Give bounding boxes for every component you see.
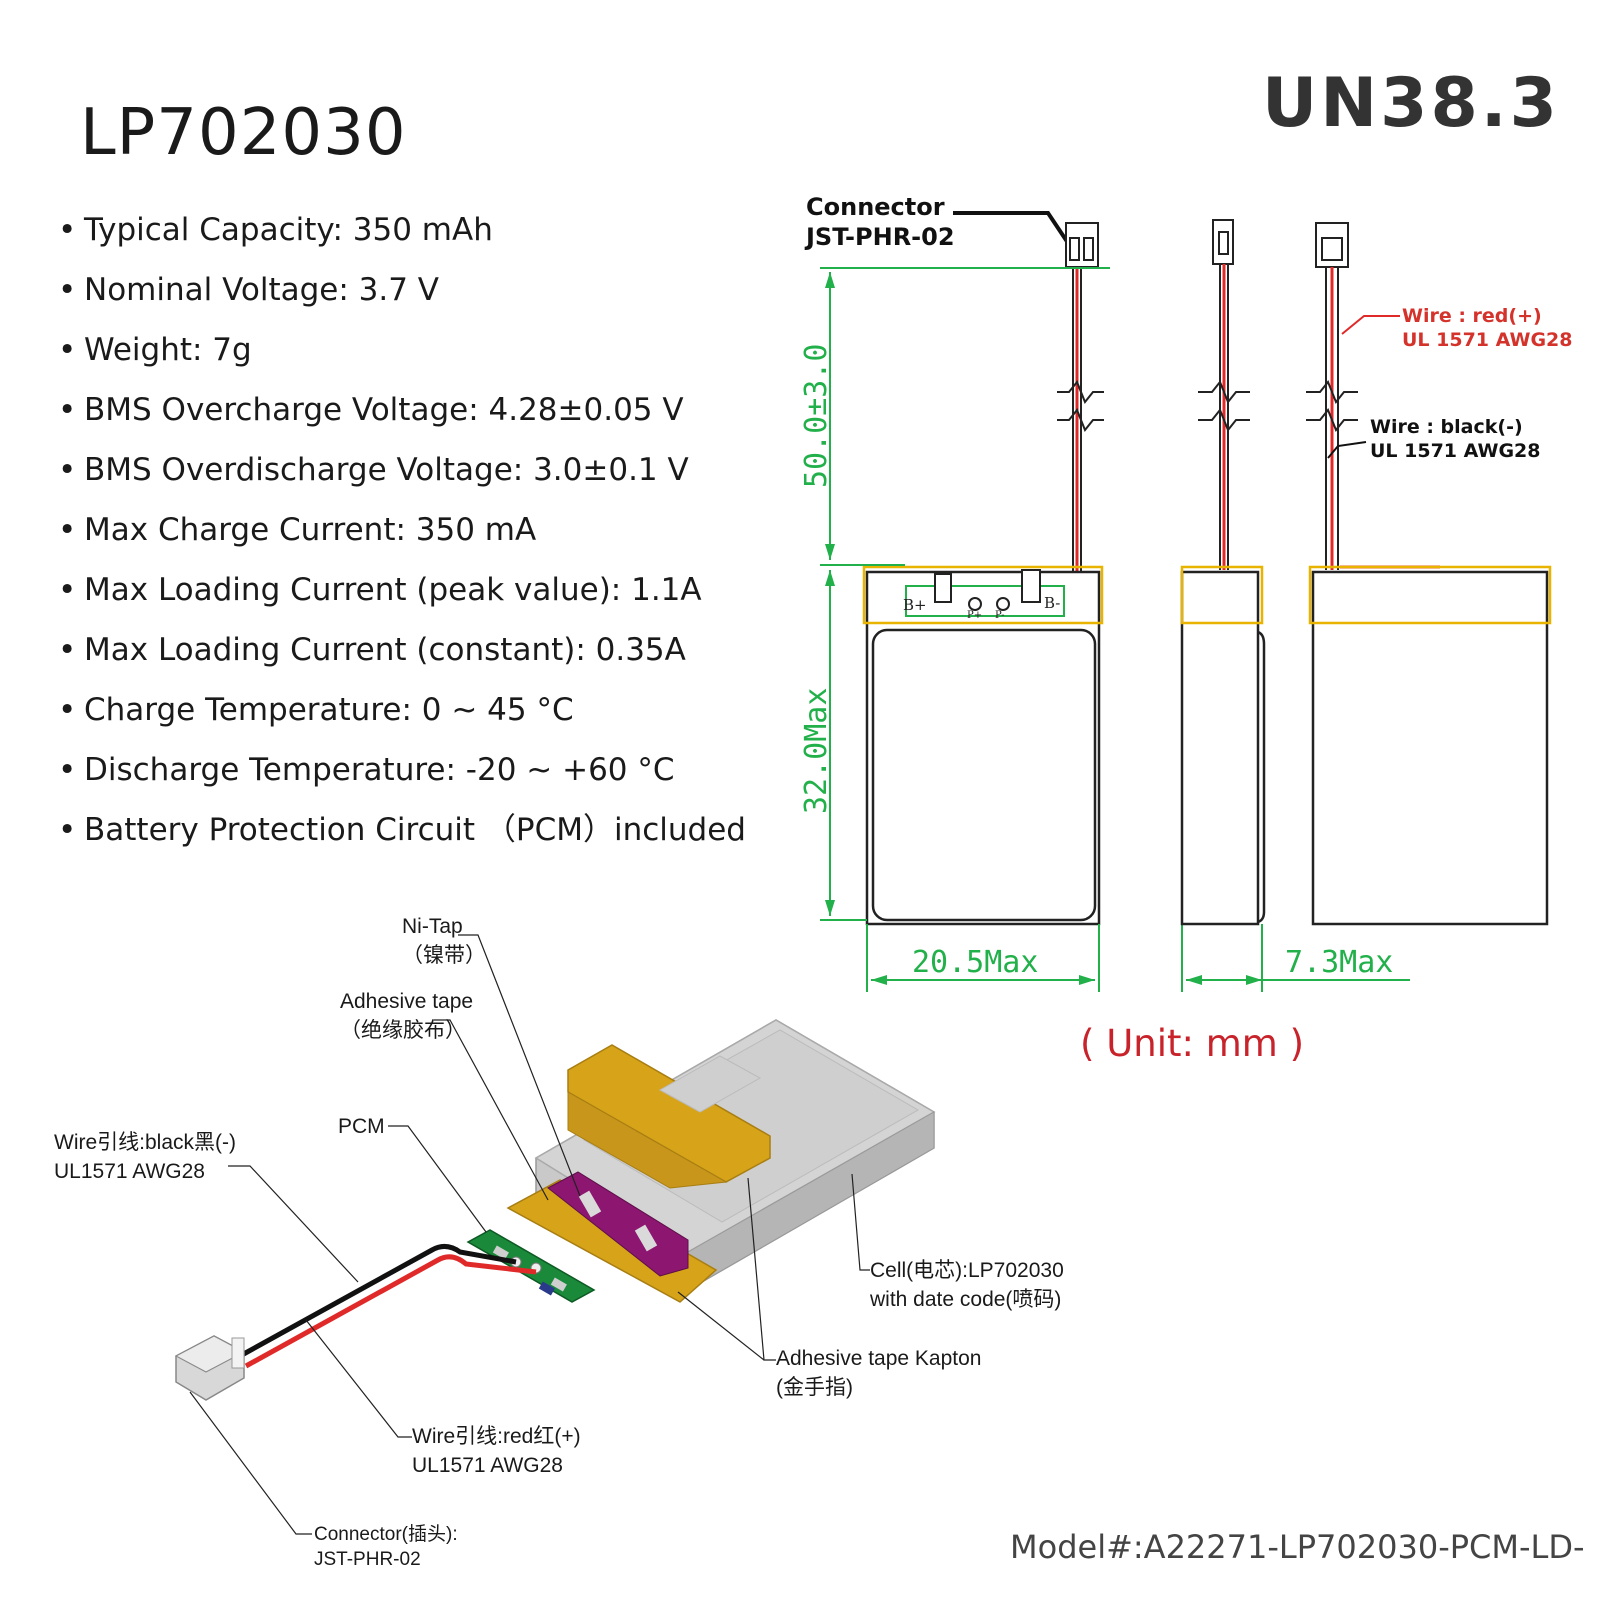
unit-note: ( Unit: mm ) <box>1080 1022 1305 1065</box>
front-cell-pouch <box>871 628 1097 922</box>
spec-item: Max Loading Current (peak value): 1.1A <box>58 570 746 630</box>
front-view: B+ P+ P- B- <box>862 222 1104 926</box>
spec-item: BMS Overdischarge Voltage: 3.0±0.1 V <box>58 450 746 510</box>
wire-black-label-3d: Wire引线:black黑(-) UL1571 AWG28 <box>54 1131 236 1183</box>
black-wire-leader-3d <box>228 1165 359 1283</box>
pad-label: P+ <box>967 610 982 621</box>
cell-label: Cell(电芯):LP702030 with date code(喷码) <box>870 1259 1064 1311</box>
certification-mark: UN38.3 <box>1262 64 1560 143</box>
connector-label-3d: Connector(插头): JST-PHR-02 <box>314 1524 458 1570</box>
spec-item: Nominal Voltage: 3.7 V <box>58 270 746 330</box>
spec-item: Max Loading Current (constant): 0.35A <box>58 630 746 690</box>
spec-item: Discharge Temperature: -20 ~ +60 °C <box>58 750 746 810</box>
wire-red-label-3d: Wire引线:red红(+) UL1571 AWG28 <box>412 1425 581 1477</box>
pad-label: B- <box>1044 594 1060 612</box>
product-title: LP702030 <box>80 96 407 170</box>
spec-item: Weight: 7g <box>58 330 746 390</box>
pad-label: B+ <box>903 596 927 614</box>
dim-width: 20.5Max <box>912 945 1038 980</box>
connector-label: Connector JST-PHR-02 <box>806 193 955 251</box>
dimension-lines: 50.0±3.0 32.0Max 20.5Max 7.3Max <box>799 267 1410 992</box>
ni-tap-leader <box>458 934 581 1197</box>
spec-item: Typical Capacity: 350 mAh <box>58 210 746 270</box>
dim-thickness: 7.3Max <box>1285 945 1393 980</box>
back-cell-outline <box>1311 570 1549 926</box>
connector-leader-line <box>953 211 1070 245</box>
red-wire-3d <box>244 1254 537 1369</box>
spec-item: Max Charge Current: 350 mA <box>58 510 746 570</box>
side-view <box>1180 219 1266 926</box>
dim-wire-length: 50.0±3.0 <box>799 344 834 489</box>
black-wire-leader <box>1327 441 1367 459</box>
exploded-view <box>174 934 936 1535</box>
ni-tap-label: Ni-Tap （镍带） <box>402 915 486 967</box>
spec-list: Typical Capacity: 350 mAh Nominal Voltag… <box>58 210 746 870</box>
pcm-leader <box>388 1125 487 1233</box>
front-pcm-highlight <box>862 565 1104 625</box>
wire-red-label: Wire : red(+) UL 1571 AWG28 <box>1402 305 1573 351</box>
spec-item: BMS Overcharge Voltage: 4.28±0.05 V <box>58 390 746 450</box>
model-number: Model#:A22271-LP702030-PCM-LD- <box>1010 1528 1585 1566</box>
back-pcm-highlight <box>1308 565 1552 625</box>
red-wire-leader <box>1341 315 1400 335</box>
dim-cell-height: 32.0Max <box>799 688 834 814</box>
pcm-board <box>905 585 1065 617</box>
spec-item: Battery Protection Circuit （PCM）included <box>58 810 746 870</box>
adhesive-tape-label: Adhesive tape （绝缘胶布） <box>340 990 474 1042</box>
kapton-label: Adhesive tape Kapton (金手指) <box>776 1347 982 1399</box>
adhesive-tape-leader <box>434 1019 549 1201</box>
side-pcm-highlight <box>1180 565 1264 625</box>
red-wire-leader-3d <box>305 1319 412 1438</box>
spec-item: Charge Temperature: 0 ~ 45 °C <box>58 690 746 750</box>
pcm-label: PCM <box>338 1115 385 1138</box>
back-view <box>1306 222 1552 926</box>
black-wire-3d <box>238 1244 517 1359</box>
cell-leader <box>851 1173 870 1271</box>
wire-black-label: Wire : black(-) UL 1571 AWG28 <box>1370 416 1541 462</box>
pad-label: P- <box>995 610 1005 621</box>
kapton-leader-b <box>677 1291 765 1361</box>
connector-leader-3d <box>189 1391 312 1535</box>
side-cell-outline <box>1180 570 1260 926</box>
